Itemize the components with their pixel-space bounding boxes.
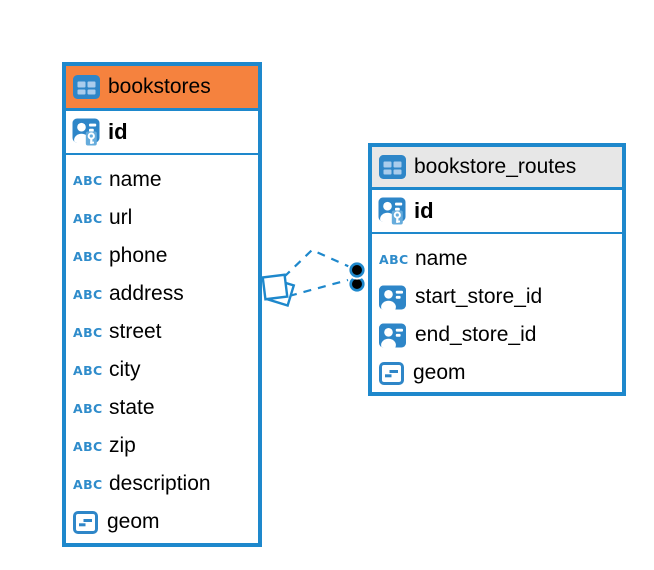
column-row[interactable]: geom: [66, 503, 258, 541]
geometry-type-icon: [379, 361, 404, 385]
table-icon: [379, 155, 406, 179]
text-type-icon: ABC: [73, 210, 103, 226]
primary-key-icon: [378, 197, 406, 225]
column-name: url: [109, 206, 133, 229]
column-row[interactable]: ABC phone: [66, 237, 258, 275]
column-row[interactable]: ABC city: [66, 351, 258, 389]
relationship-line-start-store[interactable]: [288, 278, 349, 298]
column-name: id: [108, 119, 128, 144]
column-name: phone: [109, 244, 168, 267]
table-title: bookstore_routes: [414, 155, 577, 178]
geometry-type-icon: [73, 510, 98, 534]
dot-marker[interactable]: [347, 260, 367, 292]
column-name: state: [109, 396, 155, 419]
column-name: street: [109, 320, 162, 343]
column-name: end_store_id: [415, 323, 537, 346]
text-type-icon: ABC: [73, 286, 103, 302]
text-type-icon: ABC: [73, 438, 103, 454]
column-row[interactable]: geom: [372, 354, 622, 392]
text-type-icon: ABC: [73, 172, 103, 188]
primary-key-row[interactable]: id: [372, 190, 622, 234]
reference-type-icon: [379, 323, 406, 348]
column-row[interactable]: start_store_id: [372, 278, 622, 316]
text-type-icon: ABC: [379, 251, 409, 267]
diamond-marker[interactable]: [261, 273, 296, 307]
column-name: start_store_id: [415, 285, 543, 308]
column-name: id: [414, 198, 434, 223]
table-header[interactable]: bookstore_routes: [372, 147, 622, 190]
column-row[interactable]: ABC url: [66, 199, 258, 237]
relationship-line-end-store[interactable]: [283, 248, 351, 278]
text-type-icon: ABC: [73, 324, 103, 340]
column-row[interactable]: end_store_id: [372, 316, 622, 354]
column-name: address: [109, 282, 184, 305]
column-row[interactable]: ABC zip: [66, 427, 258, 465]
reference-type-icon: [379, 285, 406, 310]
text-type-icon: ABC: [73, 362, 103, 378]
column-name: geom: [413, 361, 466, 384]
text-type-icon: ABC: [73, 476, 103, 492]
column-name: geom: [107, 510, 160, 533]
text-type-icon: ABC: [73, 248, 103, 264]
column-name: description: [109, 472, 211, 495]
table-icon: [73, 75, 100, 99]
table-title: bookstores: [108, 75, 211, 98]
column-row[interactable]: ABC state: [66, 389, 258, 427]
primary-key-row[interactable]: id: [66, 111, 258, 155]
column-row[interactable]: ABC name: [372, 240, 622, 278]
column-name: city: [109, 358, 141, 381]
column-row[interactable]: ABC name: [66, 161, 258, 199]
text-type-icon: ABC: [73, 400, 103, 416]
column-name: zip: [109, 434, 136, 457]
column-row[interactable]: ABC address: [66, 275, 258, 313]
primary-key-icon: [72, 118, 100, 146]
table-header[interactable]: bookstores: [66, 66, 258, 111]
column-name: name: [415, 247, 468, 270]
column-row[interactable]: ABC street: [66, 313, 258, 351]
column-row[interactable]: ABC description: [66, 465, 258, 503]
column-name: name: [109, 168, 162, 191]
